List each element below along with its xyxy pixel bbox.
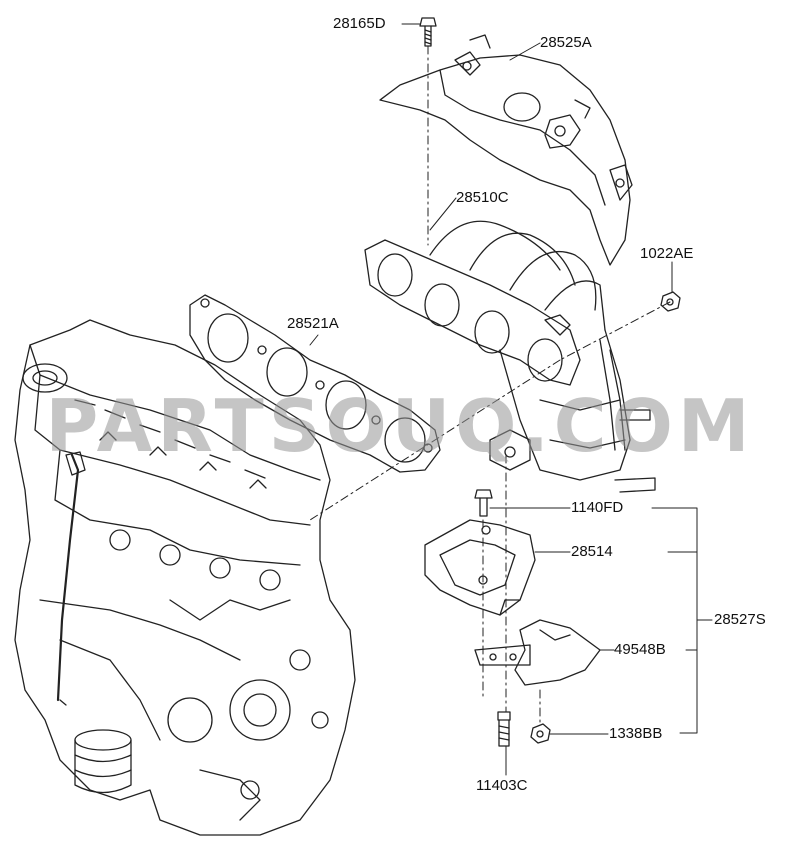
stay-drawing: [474, 619, 601, 686]
label-1338bb[interactable]: 1338BB: [609, 725, 663, 742]
bracket-drawing: [424, 519, 536, 616]
label-28525a[interactable]: 28525A: [540, 34, 592, 51]
manifold-drawing: [364, 220, 656, 493]
assembly-lines: [309, 45, 671, 725]
label-28510c[interactable]: 28510C: [456, 189, 509, 206]
label-11403c[interactable]: 11403C: [476, 778, 527, 794]
heat-shield-drawing: [379, 34, 633, 266]
fasteners-drawing: [419, 17, 681, 747]
label-1022ae[interactable]: 1022AE: [640, 245, 694, 262]
label-49548b[interactable]: 49548B: [614, 641, 666, 658]
engine-block-drawing: [14, 319, 356, 836]
label-11403c-text: 11403C: [476, 777, 528, 794]
leader-lines: [309, 23, 713, 776]
label-28521a[interactable]: 28521A: [287, 315, 339, 332]
label-28165d[interactable]: 28165D: [333, 15, 386, 32]
label-28514[interactable]: 28514: [571, 543, 613, 560]
label-1140fd[interactable]: 1140FD: [571, 499, 624, 516]
label-28527s[interactable]: 28527S: [714, 611, 766, 628]
